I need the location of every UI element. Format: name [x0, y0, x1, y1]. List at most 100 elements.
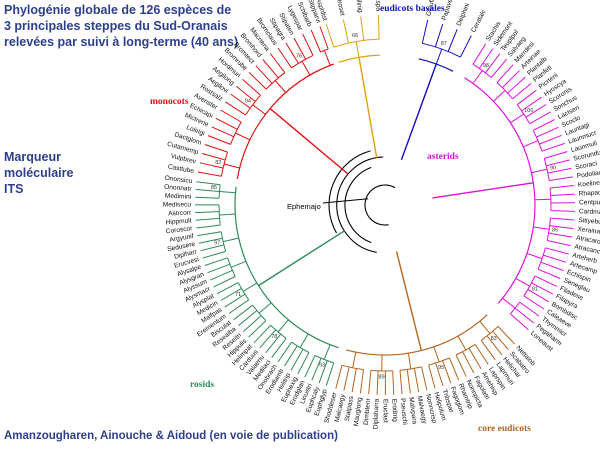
branch-laprspin: [474, 344, 489, 365]
branch-cardmap: [550, 210, 575, 212]
marker-line-2: moléculaire: [4, 166, 74, 180]
branch-artecamp: [543, 254, 567, 263]
taxon-label-erodtrig: Erodtrig: [390, 399, 398, 423]
branch-papaver: [434, 23, 444, 47]
branch-malfpas: [224, 293, 246, 308]
branch-glauflav: [421, 19, 429, 44]
group-asterids-subray: [510, 113, 525, 124]
branch-hippmult: [195, 217, 220, 221]
branch-dactglom: [204, 144, 228, 153]
branch-hippulis: [248, 320, 267, 338]
branch-hordmuri: [242, 78, 261, 96]
branch-bromhord: [262, 59, 279, 79]
branch-sidemont: [478, 48, 494, 69]
branch-arteherb: [545, 247, 569, 255]
branch-arnehisp: [468, 347, 482, 370]
group-rosids-subray: [219, 213, 236, 216]
branch-alysgran: [207, 263, 231, 274]
bootstrap-value: 66: [352, 33, 358, 39]
branch-argyunif: [197, 231, 222, 237]
bootstrap-value: 78: [271, 334, 277, 340]
branch-mauglong: [359, 369, 364, 394]
branch-malvpara: [406, 369, 411, 394]
taxon-label-sitiyebur: Sitiyebur: [578, 217, 600, 226]
branch-linustri: [311, 358, 322, 381]
branch-delphini: [447, 29, 458, 52]
branch-alliroset: [342, 19, 350, 44]
branch-laprmuri: [480, 340, 496, 361]
branch-malcaegy: [343, 366, 350, 391]
bootstrap-value: 89: [379, 374, 385, 380]
branch-hyoscya: [521, 96, 542, 112]
branch-bisculat: [233, 304, 254, 321]
branch-teuplpol: [485, 53, 501, 74]
branch-koeline: [550, 185, 575, 189]
taxon-label-ononsicu: Ononsicu: [164, 175, 193, 185]
group-label-asterids: asterids: [427, 152, 459, 162]
taxon-label-hippmult: Hippmult: [165, 217, 192, 226]
group-asterids-subarc: [543, 158, 550, 181]
branch-ononsicu: [196, 181, 221, 186]
root-ring: [336, 156, 384, 253]
branch-stachis: [472, 43, 487, 65]
branch-stipaten: [293, 37, 307, 60]
branch-rhapacau: [550, 193, 575, 196]
branch-euphcaly: [318, 360, 328, 384]
branch-thymmicr: [519, 301, 540, 317]
branch-erucvesi: [202, 250, 226, 259]
taxon-label-cardmap: Cardmap: [579, 208, 600, 216]
branch-allinig: [360, 16, 365, 41]
taxon-label-malvpara: Malvpara: [407, 397, 418, 425]
group-label-eudicots-basales: eudicots basales: [380, 4, 445, 14]
branch-valaeriu: [265, 333, 282, 354]
taxon-label-scoraci: Scoraci: [575, 160, 598, 171]
branch-bromclaus: [277, 47, 292, 69]
group-monocots-subarc: [245, 94, 261, 116]
branch-tribspar: [435, 362, 444, 387]
taxon-label-ceratalc: Ceratalc: [470, 8, 488, 34]
group-asterids-subray: [515, 277, 531, 287]
taxon-label-centpube: Centpube: [579, 199, 600, 206]
branch-vulpbrev: [199, 162, 224, 169]
bootstrap-value: 90: [550, 165, 556, 171]
taxon-label-statpass: Statpass: [344, 395, 355, 422]
branch-launtagi: [539, 134, 562, 145]
taxon-label-alliroset: Alliroset: [334, 0, 346, 17]
branch-caleaeve: [523, 295, 545, 310]
branch-echispin: [540, 261, 564, 271]
branch-diplaharra: [376, 370, 379, 395]
branch-bromtect: [255, 65, 273, 84]
branch-allicuspa: [377, 15, 380, 40]
group-rosids-subray: [323, 344, 331, 360]
branch-marrdesi: [496, 64, 514, 83]
group-rosids-subray: [242, 282, 258, 292]
group-liliales-subray: [355, 41, 360, 58]
group-asterids-arc: [464, 77, 536, 304]
branch-plantalb: [507, 76, 526, 94]
branch-reseitri: [242, 315, 262, 332]
branch-erodlamb: [284, 345, 298, 367]
branch-onobrach: [277, 341, 292, 363]
group-rosids-subray: [222, 237, 239, 243]
branch-coroscor: [196, 224, 221, 229]
branch-medicin: [220, 287, 242, 301]
taxon-label-argyunif: Argyunif: [169, 233, 194, 244]
group-asterids-subray: [526, 253, 543, 260]
group-monocots-subray: [323, 50, 331, 66]
group-rosids-subray: [230, 260, 247, 268]
branch-loneaust: [509, 313, 529, 331]
taxon-label-ononnatr: Ononnatr: [164, 184, 193, 193]
bootstrap-value: 95: [438, 365, 444, 371]
branch-helimpat: [253, 324, 271, 344]
branch-xerainap: [549, 225, 574, 230]
taxon-label-xerainap: Xerainap: [577, 226, 600, 236]
group-basal-arc: [418, 58, 454, 72]
group-asterids-subray: [523, 140, 539, 148]
bootstrap-value: 98: [483, 63, 489, 69]
taxon-label-coroscor: Coroscor: [165, 225, 193, 235]
group-rosids-arc: [234, 186, 339, 349]
marker-caption: Marqueur moléculaire ITS: [4, 149, 124, 197]
branch-launmuli: [544, 151, 568, 159]
branch-euphexig: [297, 352, 310, 375]
bootstrap-value: 100: [524, 108, 533, 114]
